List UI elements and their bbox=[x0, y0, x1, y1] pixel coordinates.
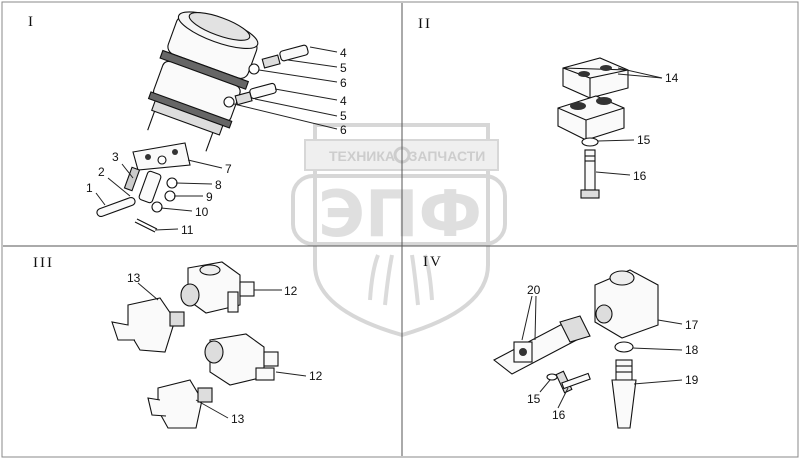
callout-6b: 6 bbox=[340, 123, 347, 137]
tee-fitting-upper bbox=[180, 261, 255, 314]
callout-5a: 5 bbox=[340, 61, 347, 75]
callout-5b: 5 bbox=[340, 109, 347, 123]
shutoff-valve-lower bbox=[147, 379, 213, 429]
callout-11: 11 bbox=[181, 223, 194, 237]
watermark-banner-right: ЗАПЧАСТИ bbox=[409, 148, 486, 164]
bracket bbox=[492, 315, 591, 375]
callout-15-iv: 15 bbox=[527, 392, 541, 406]
washer-18 bbox=[614, 341, 634, 353]
tee-fitting-lower bbox=[204, 333, 279, 386]
callout-13b: 13 bbox=[231, 412, 245, 426]
callout-12a: 12 bbox=[284, 284, 298, 298]
section-I: 4 5 6 4 5 6 7 8 9 10 11 1 2 3 bbox=[86, 11, 347, 237]
shutoff-valve-upper bbox=[111, 297, 185, 353]
section-III: 12 12 13 13 bbox=[111, 261, 323, 429]
callout-16: 16 bbox=[633, 169, 647, 183]
leaders-I bbox=[95, 46, 338, 231]
watermark-banner-left: ТЕХНИКА bbox=[329, 148, 395, 164]
callout-20: 20 bbox=[527, 283, 541, 297]
callout-4a: 4 bbox=[340, 46, 347, 60]
section-numeral-III: III bbox=[33, 255, 54, 271]
callout-18: 18 bbox=[685, 343, 699, 357]
callout-9: 9 bbox=[206, 190, 213, 204]
callout-12b: 12 bbox=[309, 369, 323, 383]
callout-13a: 13 bbox=[127, 271, 141, 285]
section-numeral-IV: IV bbox=[423, 254, 443, 270]
fitting-lower bbox=[223, 82, 277, 108]
section-numeral-II: II bbox=[418, 16, 432, 32]
bolt bbox=[580, 149, 600, 199]
callout-6a: 6 bbox=[340, 76, 347, 90]
callout-14: 14 bbox=[665, 71, 679, 85]
fitting-upper bbox=[248, 44, 309, 75]
leaders-IV bbox=[521, 295, 683, 409]
callout-16-iv: 16 bbox=[552, 408, 566, 422]
leaders-III bbox=[137, 282, 307, 419]
clevis-assembly bbox=[96, 166, 178, 233]
callout-2: 2 bbox=[98, 165, 105, 179]
brake-chamber bbox=[147, 11, 259, 152]
bolt-iv bbox=[555, 370, 591, 394]
section-II: 14 15 16 bbox=[557, 57, 679, 199]
callout-19: 19 bbox=[685, 373, 699, 387]
valve-block bbox=[594, 269, 659, 339]
callout-1: 1 bbox=[86, 181, 93, 195]
washer-iv bbox=[546, 373, 558, 381]
callout-10: 10 bbox=[195, 205, 209, 219]
leaders-II bbox=[595, 67, 663, 176]
callout-7: 7 bbox=[225, 162, 232, 176]
callout-17: 17 bbox=[685, 318, 699, 332]
wheat-icon bbox=[368, 254, 434, 306]
watermark-big-text: ЭПФ bbox=[318, 178, 482, 252]
watermark: ТЕХНИКА ЗАПЧАСТИ ЭПФ bbox=[291, 123, 507, 338]
section-IV: 20 17 18 19 15 16 bbox=[492, 269, 699, 429]
watermark-big-box bbox=[291, 174, 507, 246]
clamp-block-upper bbox=[562, 57, 629, 99]
section-numeral-I: I bbox=[28, 14, 35, 30]
washer bbox=[581, 137, 599, 147]
plug bbox=[611, 359, 637, 429]
callout-15: 15 bbox=[637, 133, 651, 147]
callout-8: 8 bbox=[215, 178, 222, 192]
callout-3: 3 bbox=[112, 150, 119, 164]
clamp-block-lower bbox=[557, 95, 625, 141]
callout-4b: 4 bbox=[340, 94, 347, 108]
